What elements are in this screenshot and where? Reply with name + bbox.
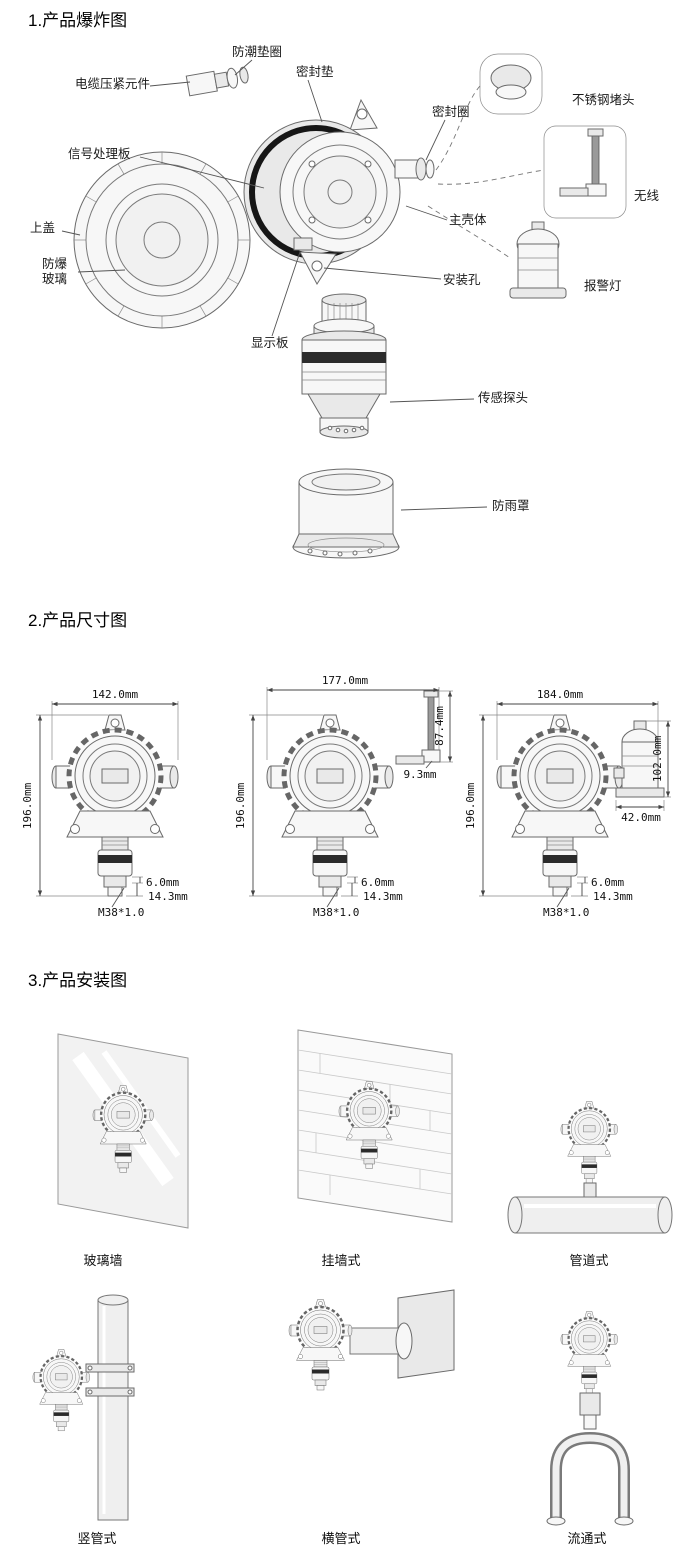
label-explosion-glass-1: 防爆 [42,256,68,271]
installation-figure: 3.产品安装图 玻璃墙 挂墙式 管道式 [28,971,673,1546]
dim-light-height: 102.0mm [651,735,664,782]
leader-lines [61,59,545,511]
dim-alarm-width: 184.0mm [537,688,584,701]
dim-alarm-b: 14.3mm [593,890,633,903]
section-1-title: 1.产品爆炸图 [28,11,127,30]
seal-pad-part [239,66,249,84]
install-vertical-pipe: 竖管式 [31,1294,135,1546]
label-top-cover: 上盖 [30,221,55,235]
caption-vertical-pipe: 竖管式 [77,1531,116,1546]
dim-antenna-offset: 9.3mm [403,768,436,781]
install-flow-through: 流通式 [546,1310,634,1546]
dim-standard-thread: M38*1.0 [98,906,144,919]
label-main-housing: 主壳体 [449,213,487,227]
alarm-light-side-part [613,720,665,798]
label-seal-ring: 密封圈 [432,104,470,119]
dim-standard-height: 196.0mm [21,782,34,829]
install-wall-mounted: 挂墙式 [297,1029,453,1268]
dim-standard-a: 6.0mm [146,876,179,889]
label-display-board: 显示板 [251,336,289,350]
section-3-title: 3.产品安装图 [28,971,127,990]
dimension-figure: 2.产品尺寸图 142.0mm 196.0mm 6.0mm 14.3mm M38… [21,611,671,919]
dim-standard-width: 142.0mm [92,688,139,701]
dim-drawing-alarm: 184.0mm 102.0mm 42.0mm 196.0mm 6.0mm 14.… [464,688,671,919]
label-explosion-glass-2: 玻璃 [42,272,67,286]
label-mounting-hole: 安装孔 [443,272,481,287]
top-cover-part [73,151,251,329]
moisture-gasket-part [226,67,239,89]
dim-light-width: 42.0mm [621,811,661,824]
cable-gland-part [185,66,249,97]
label-steel-plug: 不锈钢堵头 [572,92,635,107]
caption-pipeline: 管道式 [569,1253,608,1268]
install-glass-wall: 玻璃墙 [57,1033,189,1268]
exploded-view-figure: 1.产品爆炸图 [28,11,660,559]
steel-plug-part [479,53,543,115]
label-cable-gland: 电缆压紧元件 [75,77,150,91]
caption-horizontal-pipe: 横管式 [321,1531,360,1546]
dim-wireless-thread: M38*1.0 [313,906,359,919]
section-2-title: 2.产品尺寸图 [28,611,127,630]
display-board-part [293,237,313,251]
alarm-light-part [509,221,567,299]
dim-alarm-thread: M38*1.0 [543,906,589,919]
label-seal-pad: 密封垫 [296,64,334,79]
label-rain-cover: 防雨罩 [492,498,530,513]
label-sensor-probe: 传感探头 [478,390,528,405]
dim-antenna-height: 87.4mm [433,706,446,746]
label-signal-board: 信号处理板 [68,147,131,161]
install-horizontal-pipe: 横管式 [287,1289,455,1546]
rain-cover-part [292,468,400,559]
install-pipeline: 管道式 [507,1100,673,1268]
dim-wireless-a: 6.0mm [361,876,394,889]
dim-wireless-b: 14.3mm [363,890,403,903]
label-moisture-gasket: 防潮垫圈 [232,44,282,59]
dim-alarm-a: 6.0mm [591,876,624,889]
dim-wireless-width: 177.0mm [322,674,369,687]
dim-alarm-height: 196.0mm [464,782,477,829]
dim-wireless-height: 196.0mm [234,782,247,829]
wireless-antenna-part [543,125,627,219]
dim-drawing-wireless: 177.0mm 87.4mm 9.3mm 196.0mm 6.0mm 14.3m… [234,674,453,919]
label-wireless: 无线 [634,189,660,203]
label-alarm-light: 报警灯 [584,278,622,293]
dim-drawing-standard: 142.0mm 196.0mm 6.0mm 14.3mm M38*1.0 [21,688,188,919]
caption-wall-mounted: 挂墙式 [321,1253,360,1268]
main-housing-part [243,98,435,285]
sensor-probe-part [301,293,387,439]
caption-glass-wall: 玻璃墙 [83,1253,122,1268]
caption-flow-through: 流通式 [567,1531,606,1546]
dim-standard-b: 14.3mm [148,890,188,903]
